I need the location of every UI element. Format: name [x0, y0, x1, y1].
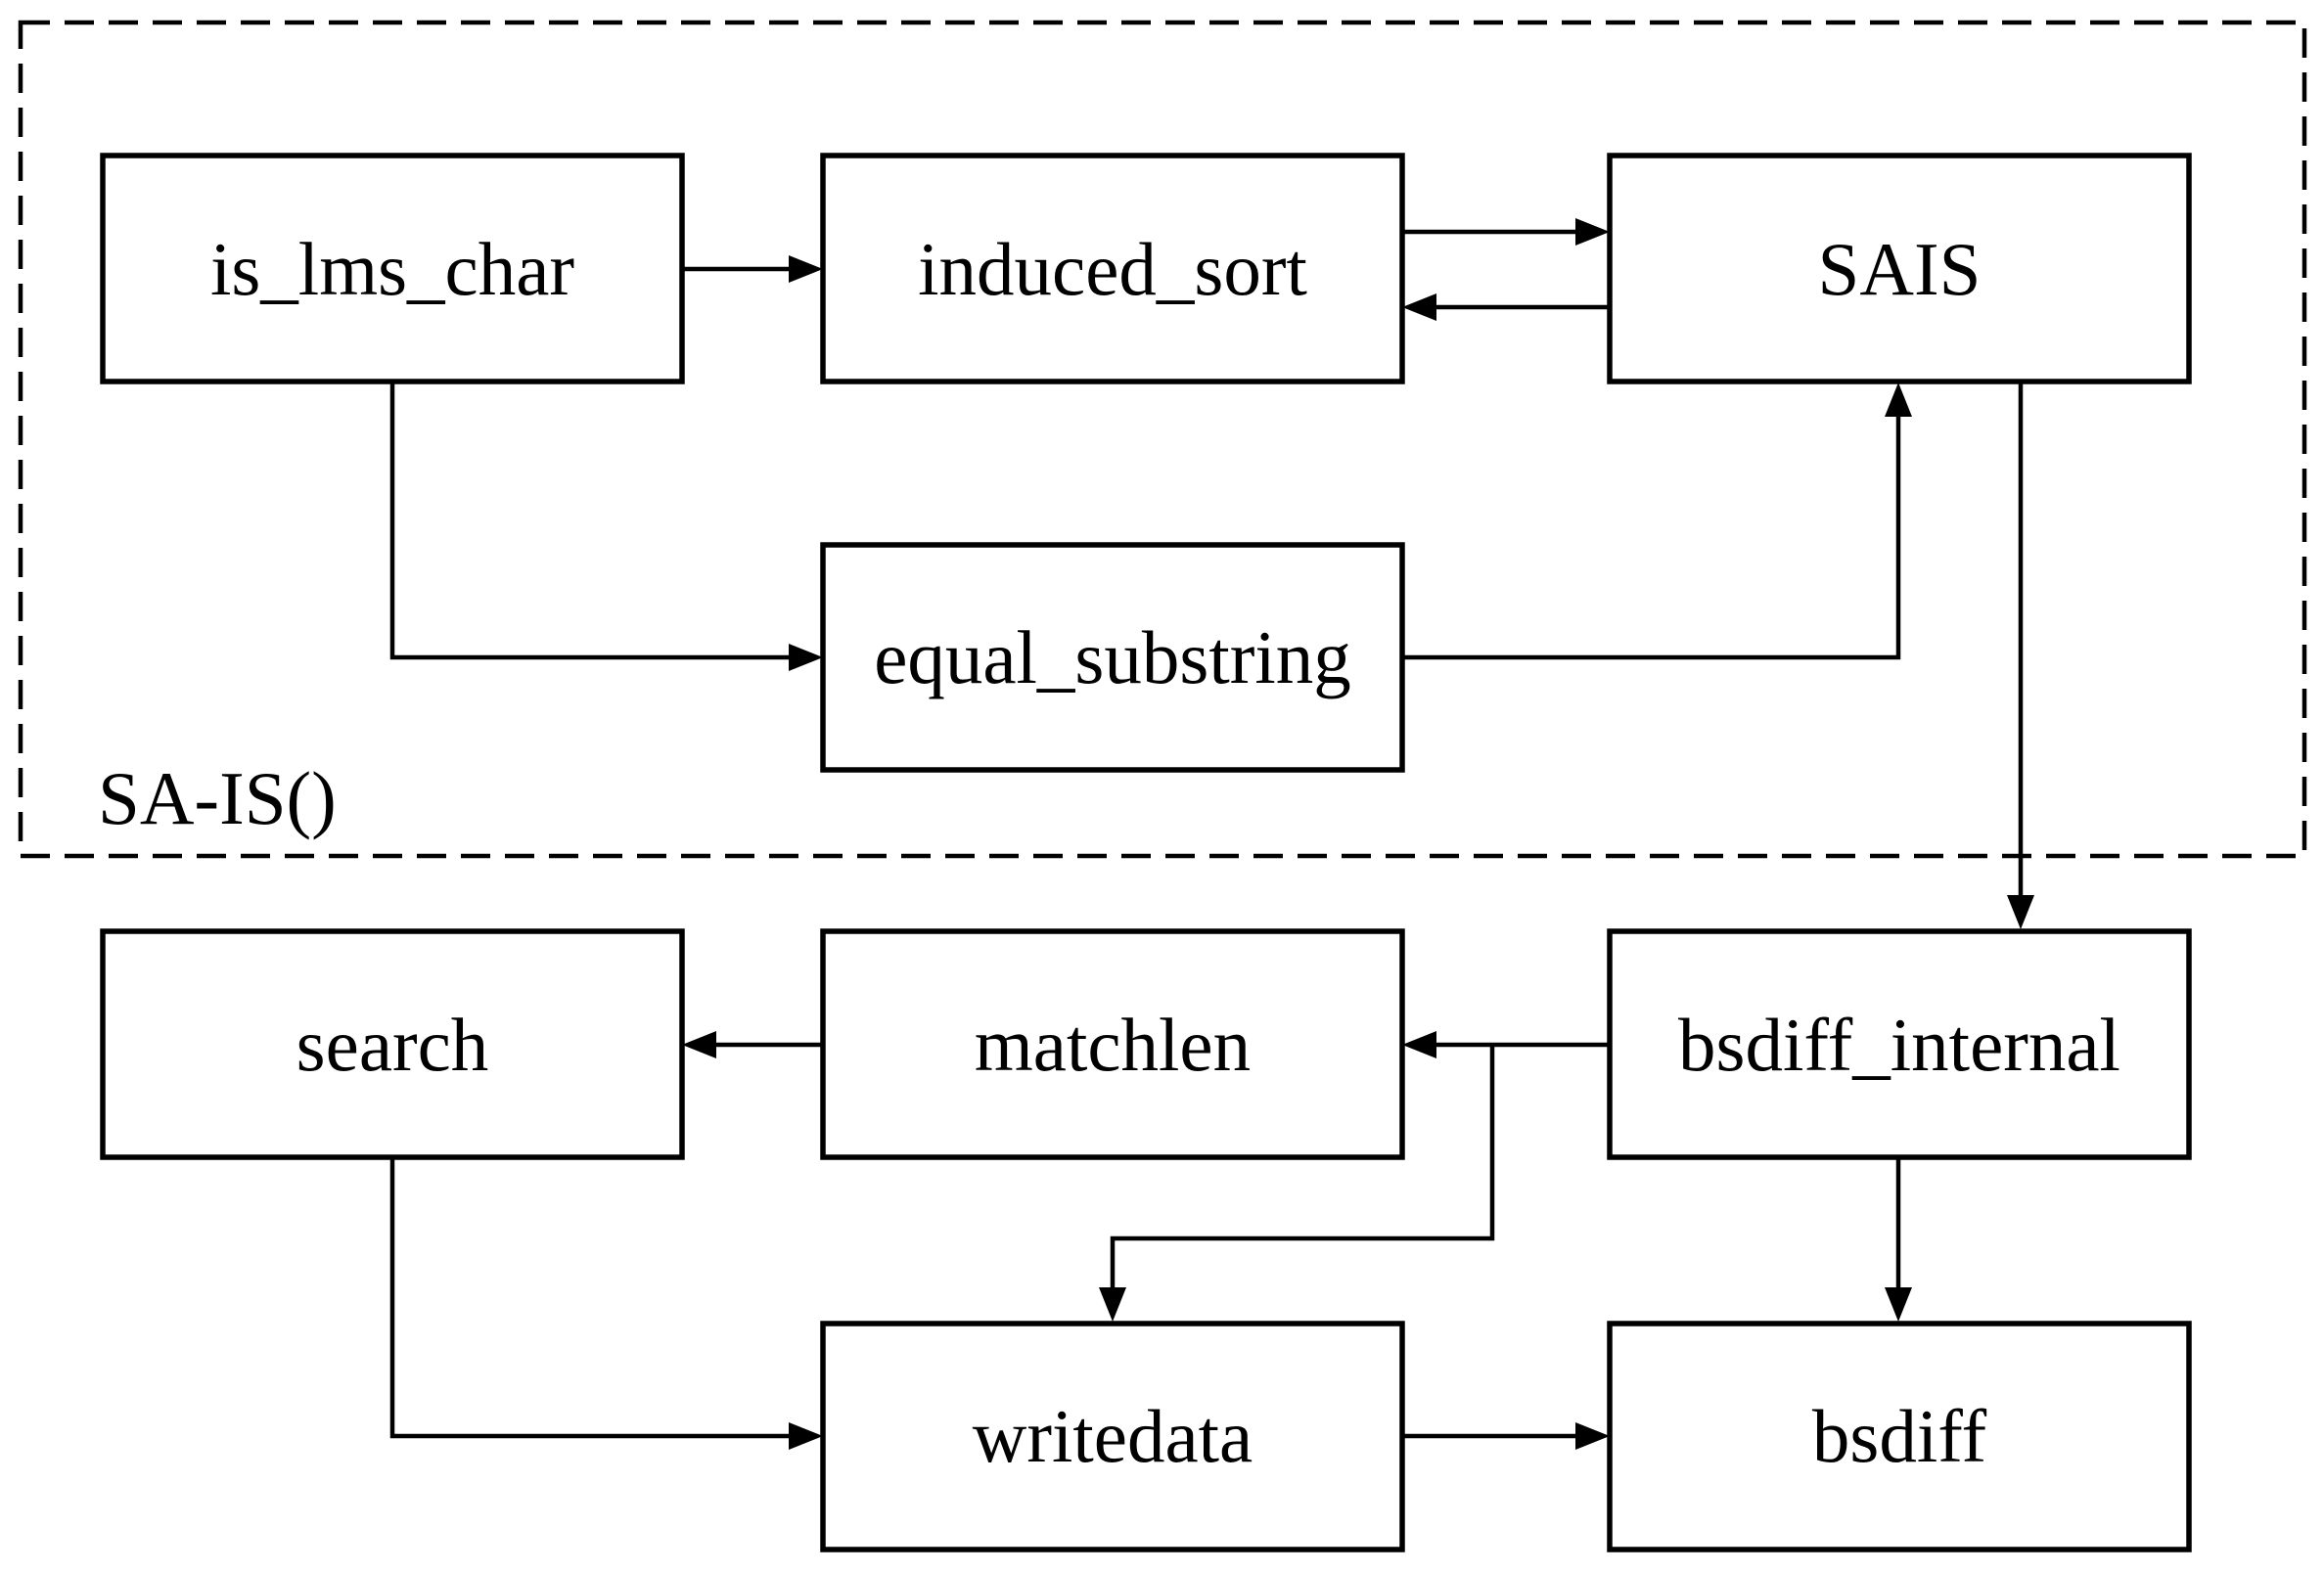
- node-matchlen: matchlen: [820, 928, 1405, 1160]
- node-search: search: [100, 928, 685, 1160]
- node-bsdiff-internal: bsdiff_internal: [1607, 928, 2192, 1160]
- node-sais: SAIS: [1607, 153, 2192, 384]
- sa-is-group-border: [18, 20, 2307, 859]
- node-induced-sort-label: induced_sort: [918, 227, 1307, 311]
- edge-equal-substring-to-sais: [1402, 382, 1912, 660]
- edge-bsdiff-internal-to-writedata: [1099, 1045, 1495, 1322]
- sa-is-group-label: SA-IS(): [98, 756, 337, 840]
- node-is-lms-char: is_lms_char: [100, 153, 685, 384]
- node-bsdiff-internal-label: bsdiff_internal: [1678, 1003, 2120, 1087]
- edge-matchlen-to-search: [682, 1031, 823, 1058]
- edge-search-to-writedata: [389, 1157, 823, 1450]
- node-is-lms-char-label: is_lms_char: [210, 227, 574, 311]
- node-matchlen-label: matchlen: [975, 1003, 1251, 1087]
- edge-induced-sort-to-sais: [1402, 218, 1610, 246]
- node-induced-sort: induced_sort: [820, 153, 1405, 384]
- edge-bsdiff-internal-to-bsdiff: [1885, 1157, 1912, 1322]
- edge-sais-to-bsdiff-internal: [2007, 382, 2034, 929]
- node-equal-substring-label: equal_substring: [874, 615, 1351, 699]
- node-writedata-label: writedata: [973, 1394, 1253, 1478]
- node-equal-substring: equal_substring: [820, 542, 1405, 773]
- node-search-label: search: [296, 1003, 489, 1087]
- edge-sais-to-induced-sort: [1402, 293, 1610, 321]
- node-writedata: writedata: [820, 1321, 1405, 1552]
- node-bsdiff-label: bsdiff: [1812, 1394, 1987, 1478]
- edge-bsdiff-internal-to-matchlen: [1402, 1031, 1610, 1058]
- edge-writedata-to-bsdiff: [1402, 1422, 1610, 1450]
- node-sais-label: SAIS: [1818, 227, 1982, 311]
- node-bsdiff: bsdiff: [1607, 1321, 2192, 1552]
- edge-is-lms-char-to-equal-substring: [389, 382, 823, 671]
- edge-is-lms-char-to-induced-sort: [682, 255, 823, 283]
